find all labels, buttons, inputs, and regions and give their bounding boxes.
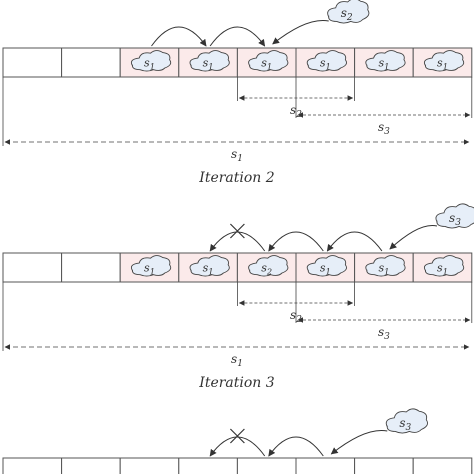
iteration-panel-3: s3 bbox=[2, 408, 473, 474]
incoming-cloud bbox=[435, 203, 474, 229]
array-cell bbox=[295, 457, 356, 474]
cell-cloud bbox=[189, 255, 230, 277]
array-cell bbox=[354, 457, 414, 474]
blocked-mark bbox=[229, 223, 245, 239]
cell-label: s2 bbox=[261, 262, 272, 277]
cell-cloud bbox=[306, 255, 347, 277]
cell-label: s1 bbox=[144, 57, 155, 72]
iteration-caption: Iteration 3 bbox=[198, 375, 274, 391]
cell-label: s1 bbox=[203, 57, 214, 72]
cell-label: s1 bbox=[437, 57, 448, 72]
cell-cloud bbox=[189, 50, 230, 72]
cell-label: s1 bbox=[261, 57, 272, 72]
incoming-cloud bbox=[385, 408, 428, 434]
iteration-caption: Iteration 2 bbox=[198, 170, 274, 186]
cell-cloud bbox=[130, 255, 172, 277]
cell-cloud bbox=[423, 255, 465, 277]
array-cell bbox=[2, 457, 63, 474]
cell-label: s1 bbox=[437, 262, 448, 277]
cell-label: s1 bbox=[320, 57, 331, 72]
move-arc bbox=[209, 26, 266, 47]
cell-label: s1 bbox=[378, 262, 389, 277]
cell-cloud bbox=[130, 50, 172, 72]
move-arc bbox=[209, 231, 266, 252]
cell-label: s1 bbox=[203, 262, 214, 277]
total-label: s1 bbox=[231, 147, 243, 164]
incoming-label: s3 bbox=[449, 211, 461, 228]
cell-cloud bbox=[248, 255, 289, 277]
array-cell bbox=[178, 457, 238, 474]
array-cell bbox=[61, 47, 121, 78]
move-arc bbox=[268, 436, 324, 457]
incoming-arrow bbox=[272, 19, 329, 45]
move-arc bbox=[209, 436, 266, 457]
array-cell bbox=[412, 457, 473, 474]
cell-cloud bbox=[306, 50, 347, 72]
array-cell bbox=[2, 47, 63, 78]
cell-label: s1 bbox=[144, 262, 155, 277]
array-cell bbox=[61, 252, 121, 283]
cell-cloud bbox=[365, 255, 406, 277]
incoming-arrow bbox=[389, 224, 438, 250]
cell-cloud bbox=[423, 50, 465, 72]
move-arc bbox=[268, 231, 324, 252]
array-cell bbox=[61, 457, 121, 474]
total-label: s1 bbox=[231, 352, 243, 369]
array-cell bbox=[119, 457, 180, 474]
move-arc bbox=[326, 231, 383, 252]
cell-cloud bbox=[248, 50, 289, 72]
span-label: s3 bbox=[378, 325, 390, 342]
blocked-mark bbox=[229, 428, 245, 444]
incoming-cloud bbox=[327, 0, 370, 24]
incoming-label: s2 bbox=[341, 6, 353, 23]
array-cell bbox=[236, 457, 297, 474]
cell-cloud bbox=[365, 50, 406, 72]
cell-label: s1 bbox=[378, 57, 389, 72]
incoming-arrow bbox=[330, 429, 388, 455]
span-label: s3 bbox=[378, 120, 390, 137]
array-cell bbox=[2, 252, 63, 283]
incoming-label: s3 bbox=[399, 416, 411, 433]
move-arc bbox=[151, 26, 207, 47]
cell-label: s1 bbox=[320, 262, 331, 277]
